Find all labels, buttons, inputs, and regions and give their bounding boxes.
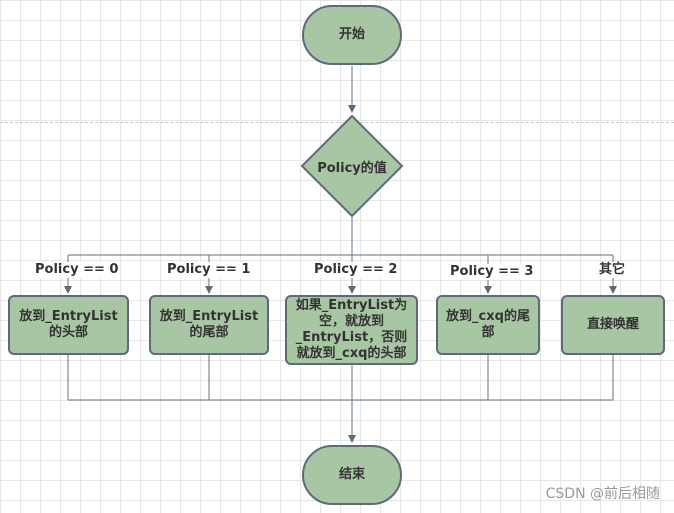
guide-dashed-line <box>0 122 674 123</box>
start-label: 开始 <box>338 27 365 42</box>
start-node: 开始 <box>302 5 402 65</box>
decision-diamond <box>300 114 404 218</box>
process-entrylist-tail: 放到_EntryList的尾部 <box>149 295 269 355</box>
decision-label: Policy的值 <box>317 160 387 176</box>
edge-label-policy-1: Policy == 1 <box>165 262 253 278</box>
edge-label-policy-2: Policy == 2 <box>312 262 400 278</box>
process-entrylist-head-label: 放到_EntryList的头部 <box>19 309 118 340</box>
process-wakeup: 直接唤醒 <box>561 295 665 355</box>
process-policy-2-label: 如果_EntryList为空，就放到_EntryList，否则就放到_cxq的头… <box>295 298 408 361</box>
process-entrylist-tail-label: 放到_EntryList的尾部 <box>159 309 259 340</box>
end-node: 结束 <box>302 445 402 505</box>
process-cxq-tail: 放到_cxq的尾部 <box>436 295 540 355</box>
process-policy-2: 如果_EntryList为空，就放到_EntryList，否则就放到_cxq的头… <box>285 295 418 365</box>
process-entrylist-head: 放到_EntryList的头部 <box>8 295 129 355</box>
edge-label-policy-3: Policy == 3 <box>448 264 536 280</box>
edge-label-other: 其它 <box>597 262 628 278</box>
process-cxq-tail-label: 放到_cxq的尾部 <box>446 309 530 340</box>
watermark: CSDN @前后相随 <box>545 486 660 502</box>
process-wakeup-label: 直接唤醒 <box>586 317 639 332</box>
end-label: 结束 <box>338 467 365 482</box>
edge-label-policy-0: Policy == 0 <box>33 262 121 278</box>
